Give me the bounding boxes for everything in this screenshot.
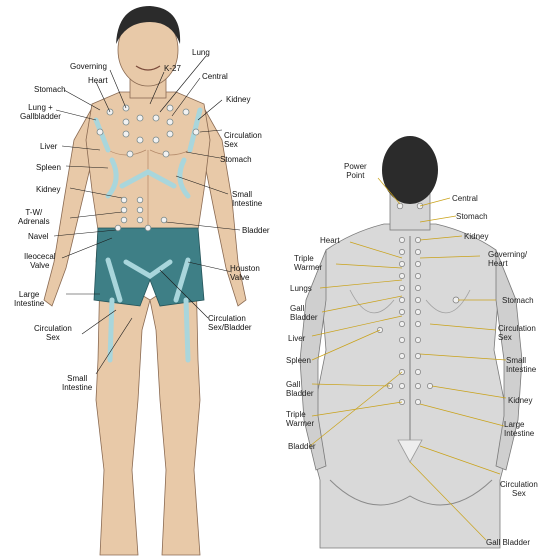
label-stomach-back-2: Stomach xyxy=(502,296,534,305)
label-large-intestine-back: Large Intestine xyxy=(504,420,535,438)
front-meridian-bands xyxy=(93,107,203,363)
front-chest-lines xyxy=(107,149,191,225)
label-circulation-sex: Circulation Sex xyxy=(224,131,262,149)
label-heart: Heart xyxy=(88,76,108,85)
label-triple-warmer-2: Triple Warmer xyxy=(286,410,315,428)
label-liver: Liver xyxy=(40,142,58,151)
label-houston-valve: Houston Valve xyxy=(230,264,260,282)
label-gall-bladder: Gall Bladder xyxy=(290,304,318,322)
back-head xyxy=(382,136,438,204)
label-small-intestine-2: Small Intestine xyxy=(62,374,93,392)
label-bladder: Bladder xyxy=(242,226,270,235)
label-circulation-sex-bladder: Circulation Sex/Bladder xyxy=(208,314,252,332)
back-scapulae xyxy=(349,289,471,314)
front-left-leg xyxy=(95,269,151,556)
front-points xyxy=(96,104,200,232)
front-right-leg xyxy=(149,269,201,556)
label-power-point: Power Point xyxy=(344,162,367,180)
label-kidney: Kidney xyxy=(226,95,251,104)
label-large-intestine: Large Intestine xyxy=(14,290,45,308)
back-left-arm xyxy=(299,249,327,471)
label-spleen-back: Spleen xyxy=(286,356,311,365)
back-sacrum xyxy=(397,439,423,463)
front-figure xyxy=(43,6,247,556)
label-kidney-2: Kidney xyxy=(36,185,61,194)
label-small-intestine: Small Intestine xyxy=(232,190,263,208)
label-circulation-sex-back-2: Circulation Sex xyxy=(500,480,538,498)
label-navel: Navel xyxy=(28,232,49,241)
front-smile xyxy=(135,65,161,71)
back-leader-lines xyxy=(309,177,507,541)
label-stomach-back: Stomach xyxy=(456,212,488,221)
label-tw-adrenals: T-W/ Adrenals xyxy=(18,208,50,226)
label-k27: K-27 xyxy=(164,64,181,73)
label-lung-gallbladder: Lung + Gallbladder xyxy=(20,103,61,121)
label-liver-back: Liver xyxy=(288,334,306,343)
back-figure xyxy=(299,136,523,549)
label-stomach: Stomach xyxy=(34,85,66,94)
label-central-back: Central xyxy=(452,194,478,203)
label-spleen: Spleen xyxy=(36,163,61,172)
front-left-arm xyxy=(43,106,93,307)
label-lung: Lung xyxy=(192,48,210,57)
label-central: Central xyxy=(202,72,228,81)
label-gall-bladder-3: Gall Bladder xyxy=(486,538,531,547)
label-ileocecal-valve: Ileocecal Valve xyxy=(24,252,56,270)
label-heart-back: Heart xyxy=(320,236,340,245)
back-points xyxy=(377,202,460,405)
label-small-intestine-back: Small Intestine xyxy=(506,356,537,374)
label-bladder-back: Bladder xyxy=(288,442,316,451)
front-hair xyxy=(116,6,181,44)
back-right-arm xyxy=(495,249,523,471)
label-circulation-sex-back: Circulation Sex xyxy=(498,324,536,342)
label-kidney-back-2: Kidney xyxy=(508,396,533,405)
label-gall-bladder-2: Gall Bladder xyxy=(286,380,314,398)
label-lungs: Lungs xyxy=(290,284,312,293)
back-buttocks xyxy=(329,479,493,506)
label-governing-heart: Governing/ Heart xyxy=(488,250,528,268)
front-leader-lines xyxy=(53,55,241,375)
label-stomach-2: Stomach xyxy=(220,155,252,164)
label-circulation-sex-2: Circulation Sex xyxy=(34,324,72,342)
label-kidney-back: Kidney xyxy=(464,232,489,241)
label-triple-warmer: Triple Warmer xyxy=(294,254,323,272)
front-right-arm xyxy=(203,106,247,307)
label-governing: Governing xyxy=(70,62,107,71)
